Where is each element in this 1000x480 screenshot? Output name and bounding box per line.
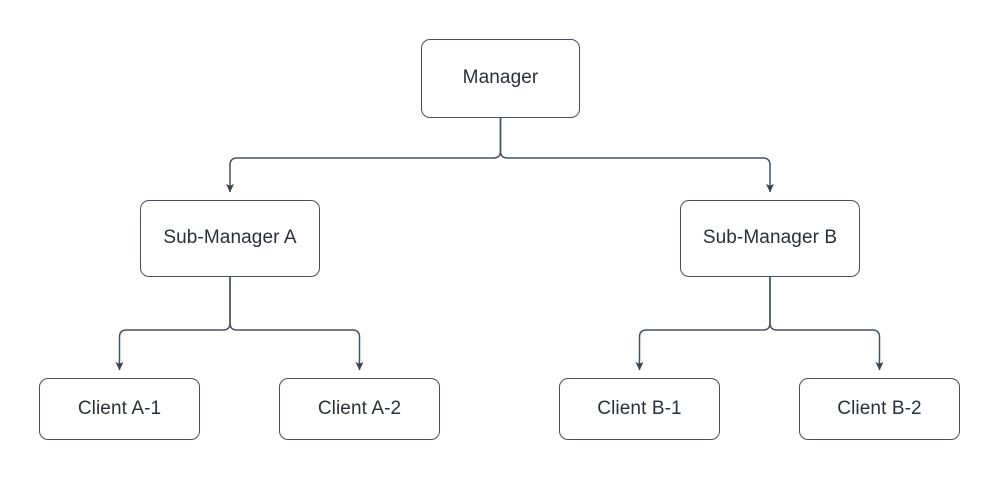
edge-sub-manager-b-to-client-b-2: [769, 277, 884, 371]
node-client-a-2[interactable]: Client A-2: [279, 378, 440, 440]
node-manager-label: Manager: [462, 67, 539, 89]
node-client-b-1[interactable]: Client B-1: [559, 378, 720, 440]
node-client-b-2-label: Client B-2: [837, 397, 922, 419]
node-client-b-2[interactable]: Client B-2: [799, 378, 960, 440]
edge-manager-to-sub-manager-b: [499, 118, 774, 193]
edge-sub-manager-a-to-client-a-2: [229, 277, 364, 371]
node-sub-manager-b-label: Sub-Manager B: [702, 227, 838, 249]
node-sub-manager-a[interactable]: Sub-Manager A: [140, 200, 320, 277]
node-client-a-1-label: Client A-1: [77, 397, 162, 419]
node-client-a-1[interactable]: Client A-1: [39, 378, 200, 440]
node-sub-manager-a-label: Sub-Manager A: [163, 227, 297, 249]
node-manager[interactable]: Manager: [421, 39, 580, 118]
node-client-b-1-label: Client B-1: [597, 397, 682, 419]
node-client-a-2-label: Client A-2: [317, 397, 402, 419]
edge-sub-manager-a-to-client-a-1: [115, 277, 231, 371]
edge-manager-to-sub-manager-a: [226, 118, 502, 193]
node-sub-manager-b[interactable]: Sub-Manager B: [680, 200, 860, 277]
edge-sub-manager-b-to-client-b-1: [635, 277, 771, 371]
